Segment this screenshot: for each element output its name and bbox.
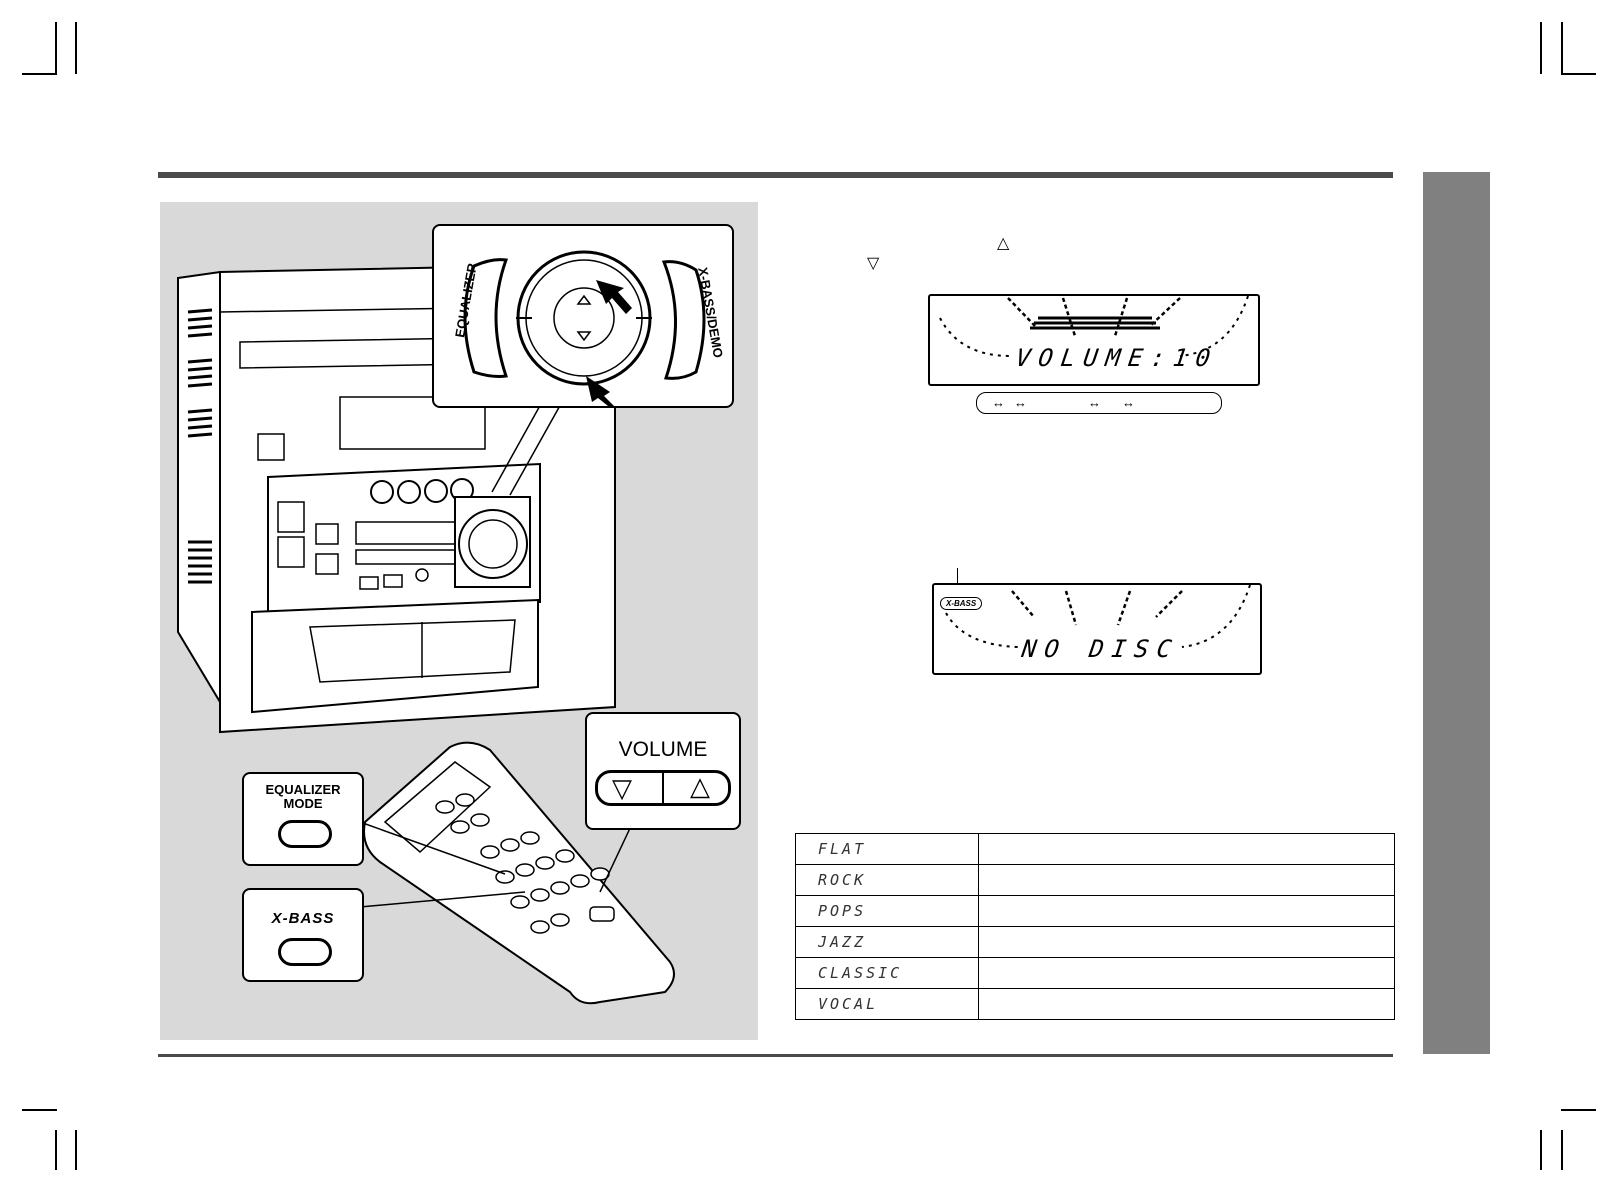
equalizer-mode-label-line2: MODE xyxy=(283,796,323,811)
crop-mark xyxy=(55,1130,57,1170)
description-cell xyxy=(978,926,1395,958)
crop-mark xyxy=(75,22,77,74)
description-cell xyxy=(978,833,1395,865)
mode-cell: POPS xyxy=(795,895,979,927)
mode-cell: VOCAL xyxy=(795,988,979,1020)
display-arc-graphic xyxy=(939,296,1249,357)
bottom-rule xyxy=(158,1054,1393,1057)
nodisc-display: X-BASS NO DISC xyxy=(932,583,1262,675)
range-arrow-4: ↔ xyxy=(1122,395,1135,410)
top-rule xyxy=(158,172,1393,178)
range-arrow-2: ↔ xyxy=(1014,395,1027,410)
range-arrow-1: ↔ xyxy=(992,395,1005,410)
volume-divider xyxy=(662,773,664,803)
crop-mark xyxy=(75,1130,77,1170)
xbass-label: X-BASS xyxy=(271,910,335,927)
volume-down-symbol: ▽ xyxy=(867,255,880,272)
crop-mark xyxy=(1561,22,1563,74)
unit-knob-callout: EQUALIZER X-BASS/DEMO xyxy=(432,224,734,408)
xbass-callout: X-BASS xyxy=(242,888,364,982)
mode-cell: CLASSIC xyxy=(795,957,979,989)
crop-mark xyxy=(55,22,57,74)
display-arc-graphic-2 xyxy=(945,585,1251,648)
knob-closeup-drawing xyxy=(463,250,706,406)
illustration-panel: EQUALIZER X-BASS/DEMO VOLUME ▽ △ EQUALIZ… xyxy=(160,202,758,1040)
crop-mark xyxy=(1561,73,1596,75)
crop-mark xyxy=(1561,1109,1596,1111)
volume-rocker[interactable]: ▽ △ xyxy=(595,770,731,806)
table-row: FLAT xyxy=(795,833,1395,865)
range-arrow-3: ↔ xyxy=(1088,395,1101,410)
volume-up-symbol: △ xyxy=(997,235,1010,252)
crop-mark xyxy=(1561,1130,1563,1170)
description-cell xyxy=(978,864,1395,896)
table-row: CLASSIC xyxy=(795,957,1395,989)
table-row: ROCK xyxy=(795,864,1395,896)
volume-up-icon[interactable]: △ xyxy=(690,771,710,801)
xbass-indicator-badge: X-BASS xyxy=(940,597,983,610)
equalizer-mode-label-line1: EQUALIZER xyxy=(265,782,341,797)
equalizer-mode-callout: EQUALIZER MODE xyxy=(242,772,364,866)
mode-cell: ROCK xyxy=(795,864,979,896)
xbass-button[interactable] xyxy=(278,938,332,966)
table-row: JAZZ xyxy=(795,926,1395,958)
volume-down-icon[interactable]: ▽ xyxy=(612,773,632,803)
crop-mark xyxy=(22,73,57,75)
chapter-side-tab xyxy=(1423,172,1490,1054)
description-cell xyxy=(978,957,1395,989)
crop-mark xyxy=(1540,1130,1542,1170)
nodisc-display-text: NO DISC xyxy=(1020,635,1182,663)
crop-mark xyxy=(1540,22,1542,74)
equalizer-mode-button[interactable] xyxy=(278,820,332,848)
mode-cell: FLAT xyxy=(795,833,979,865)
volume-button-callout: VOLUME ▽ △ xyxy=(585,712,741,830)
table-row: POPS xyxy=(795,895,1395,927)
description-cell xyxy=(978,895,1395,927)
volume-display: VOLUME:10 xyxy=(928,294,1260,386)
volume-display-text: VOLUME:10 xyxy=(1014,344,1221,372)
volume-range-bracket xyxy=(976,392,1222,414)
equalizer-mode-table: FLAT ROCK POPS JAZZ CLASSIC VOCAL xyxy=(795,833,1395,1020)
volume-label: VOLUME xyxy=(618,738,708,761)
description-cell xyxy=(978,988,1395,1020)
mode-cell: JAZZ xyxy=(795,926,979,958)
crop-mark xyxy=(22,1109,57,1111)
table-row: VOCAL xyxy=(795,988,1395,1020)
